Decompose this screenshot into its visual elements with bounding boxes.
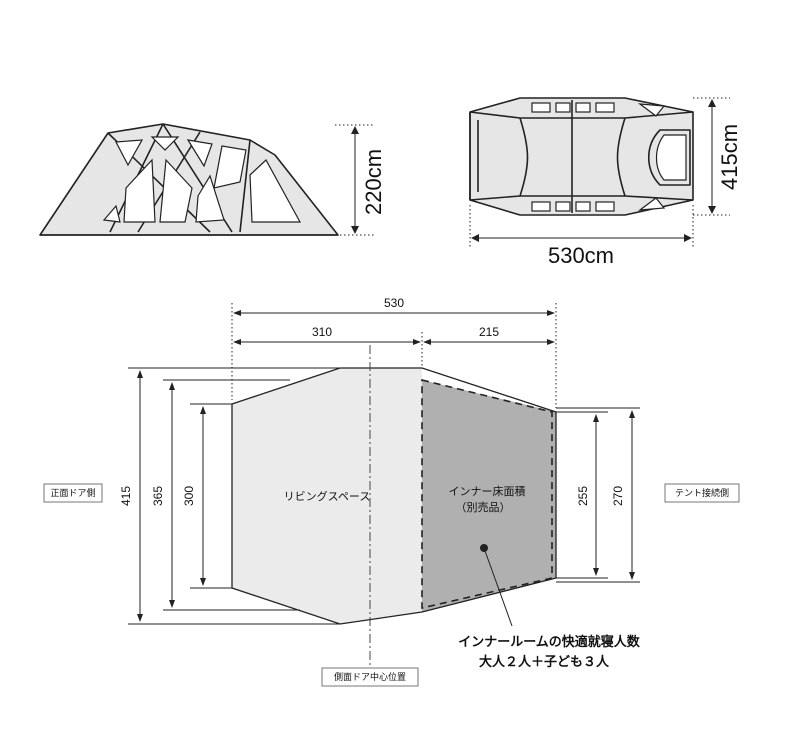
front-door-side-tag: 正面ドア側 (43, 483, 103, 503)
svg-text:テント接続側: テント接続側 (675, 487, 729, 499)
living-width-label: 310 (312, 325, 332, 339)
total-width-label: 530 (384, 296, 404, 310)
living-space-label: リビングスペース (284, 489, 371, 503)
top-width-label: 530cm (548, 243, 614, 268)
side-view-windows (102, 136, 302, 223)
top-width-dimension: 530cm (469, 205, 694, 268)
left-mid-depth-label: 365 (151, 486, 165, 506)
top-depth-label: 415cm (717, 124, 742, 190)
capacity-note-line1: インナールームの快適就寝人数 (458, 634, 641, 650)
floor-plan: 530 310 215 415 365 300 (43, 296, 740, 687)
inner-room-border (421, 378, 553, 610)
living-space-area (232, 368, 422, 624)
right-outer-depth-label: 270 (611, 486, 625, 506)
side-view: 220cm (39, 123, 386, 236)
top-view: 415cm 530cm (469, 97, 742, 268)
inner-floor-label-line1: インナー床面積 (449, 484, 526, 498)
side-height-dimension: 220cm (335, 124, 386, 236)
floor-right-dimensions: 255 270 (556, 407, 640, 583)
tent-connection-side-tag: テント接続側 (664, 483, 740, 503)
inner-room-area (422, 380, 556, 612)
svg-text:正面ドア側: 正面ドア側 (50, 487, 95, 499)
svg-text:側面ドア中心位置: 側面ドア中心位置 (334, 671, 406, 683)
capacity-note-line2: 大人２人＋子ども３人 (479, 654, 610, 670)
inner-width-label: 215 (479, 325, 499, 339)
side-height-label: 220cm (361, 149, 386, 215)
floor-left-dimensions: 415 365 300 (119, 367, 340, 625)
right-inner-depth-label: 255 (576, 486, 590, 506)
top-depth-dimension: 415cm (693, 97, 742, 216)
left-outer-depth-label: 415 (119, 486, 133, 506)
top-view-frame (469, 100, 694, 213)
floor-top-dimensions: 530 310 215 (231, 296, 557, 408)
top-view-windows (531, 102, 687, 212)
capacity-leader-line (483, 547, 513, 627)
inner-floor-label-line2: （別売品） (456, 501, 511, 514)
left-inner-depth-label: 300 (182, 486, 196, 506)
side-door-center-tag: 側面ドア中心位置 (321, 667, 419, 687)
